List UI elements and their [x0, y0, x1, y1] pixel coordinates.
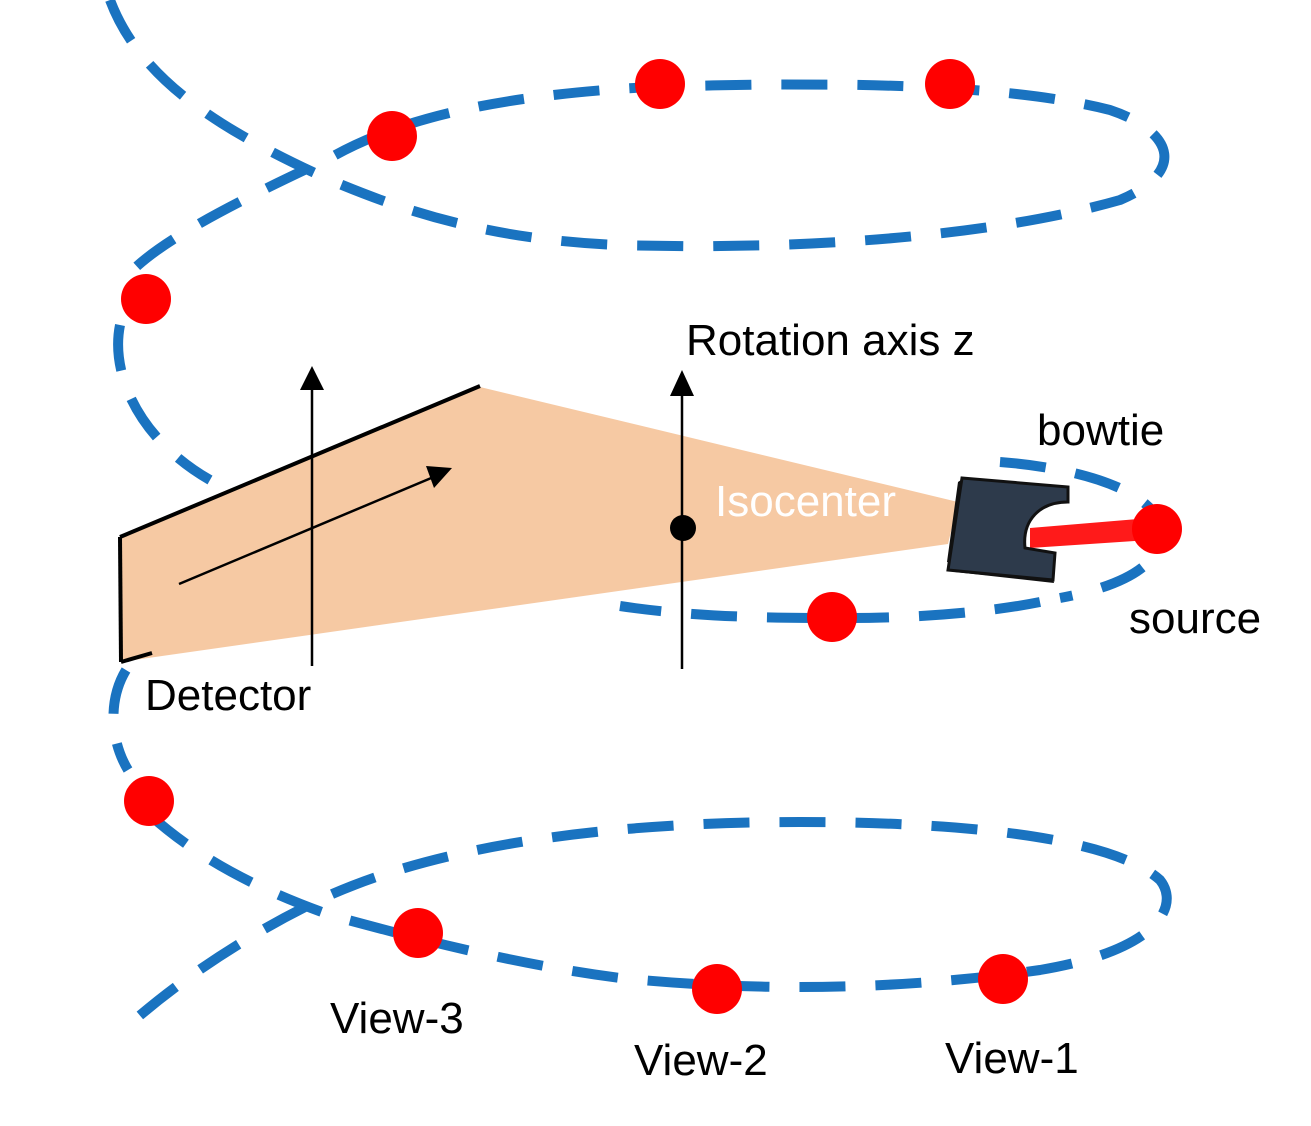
source-point [367, 111, 417, 161]
isocenter-label: Isocenter [715, 477, 896, 526]
source-point [925, 59, 975, 109]
detector-axis-arrowhead [300, 366, 324, 390]
view-1-point [978, 954, 1028, 1004]
detector-bottom-edge [120, 651, 153, 664]
source-point [807, 592, 857, 642]
source-point [635, 59, 685, 109]
view-1-label: View-1 [945, 1034, 1079, 1083]
view-2-point [692, 964, 742, 1014]
view-2-label: View-2 [634, 1036, 768, 1085]
source-point [124, 776, 174, 826]
xray-fan-beam [120, 387, 958, 662]
helix-bottom-loop [126, 811, 1172, 1028]
source-beam [1030, 518, 1150, 548]
source-dot [1132, 504, 1182, 554]
helix-left-lower [108, 667, 133, 773]
bowtie-label: bowtie [1037, 406, 1164, 455]
source-label: source [1129, 594, 1261, 643]
source-positions [121, 59, 1028, 1014]
detector-direction-arrowhead [426, 466, 452, 488]
detector-label: Detector [145, 671, 311, 720]
detector-direction-arrow [178, 474, 437, 586]
bowtie-body [946, 476, 1070, 582]
detector-left-edge [118, 536, 123, 663]
helix-left-upper [113, 324, 213, 485]
isocenter-dot [670, 515, 696, 541]
bowtie-side [947, 478, 1054, 583]
rotation-axis-label: Rotation axis z [686, 316, 975, 365]
helix-top-loop [105, 0, 1170, 279]
view-3-label: View-3 [330, 994, 464, 1043]
bowtie-filter [946, 476, 1070, 583]
view-3-point [393, 908, 443, 958]
detector-top-edge [119, 384, 481, 539]
rotation-axis-arrowhead [670, 370, 694, 396]
source-point [121, 274, 171, 324]
